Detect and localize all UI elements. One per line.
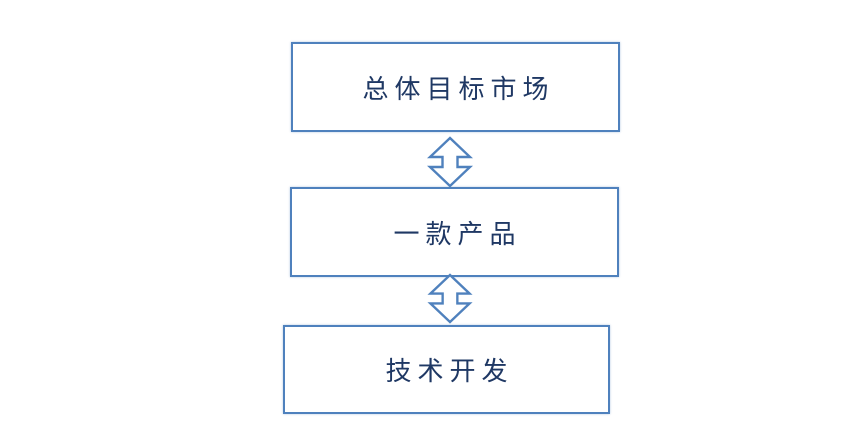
node-overall-target-market-label: 总体目标市场 [362, 73, 555, 104]
node-technology-development-label: 技术开发 [385, 356, 514, 386]
up-down-arrow-icon [426, 136, 474, 188]
node-one-product-label: 一款产品 [393, 218, 522, 249]
node-overall-target-market: 总体目标市场 [291, 42, 620, 132]
node-technology-development: 技术开发 [283, 325, 610, 414]
node-one-product: 一款产品 [290, 187, 619, 277]
up-down-arrow-icon [427, 273, 473, 324]
